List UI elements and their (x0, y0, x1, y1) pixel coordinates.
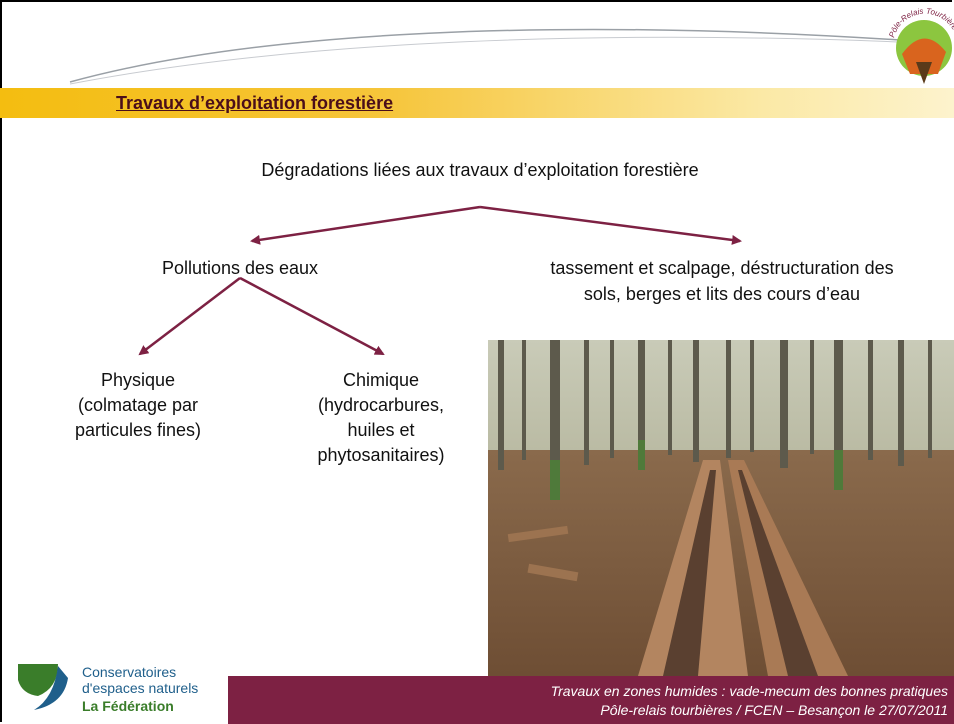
footer-line1: Travaux en zones humides : vade-mecum de… (550, 683, 948, 699)
physique-line1: Physique (100, 370, 176, 390)
forest-ruts-photo (488, 340, 954, 676)
arrow-root-to-left (250, 205, 481, 245)
logo-line2: d'espaces naturels (82, 680, 199, 696)
root-node: Dégradations liées aux travaux d’exploit… (261, 160, 699, 180)
footer-line2: Pôle-relais tourbières / FCEN – Besançon… (600, 702, 948, 718)
pole-relais-badge: Pôle-Relais Tourbières (878, 0, 954, 93)
chimique-line2: (hydrocarbures, (317, 395, 445, 415)
footer-bar: Travaux en zones humides : vade-mecum de… (228, 676, 954, 724)
arrow-root-to-right (479, 205, 742, 245)
title-bar (0, 88, 954, 118)
chimique-line4: phytosanitaires) (317, 445, 445, 465)
slide-title: Travaux d’exploitation forestière (116, 93, 394, 113)
right-branch-line1: tassement et scalpage, déstructuration d… (550, 258, 894, 278)
arrow-left-to-physique (138, 277, 241, 356)
arrow-left-to-chimique (239, 276, 385, 356)
cen-federation-logo: Conservatoires d'espaces naturels La Féd… (14, 660, 198, 721)
chimique-line1: Chimique (342, 370, 420, 390)
decorative-arc (69, 28, 901, 85)
chimique-line3: huiles et (347, 420, 415, 440)
logo-line3: La Fédération (82, 698, 174, 714)
logo-line1: Conservatoires (82, 664, 177, 680)
physique-line2: (colmatage par (77, 395, 199, 415)
right-branch-line2: sols, berges et lits des cours d’eau (583, 284, 861, 304)
physique-line3: particules fines) (74, 420, 202, 440)
left-branch-node: Pollutions des eaux (161, 258, 319, 278)
cen-logo-icon (18, 664, 68, 710)
